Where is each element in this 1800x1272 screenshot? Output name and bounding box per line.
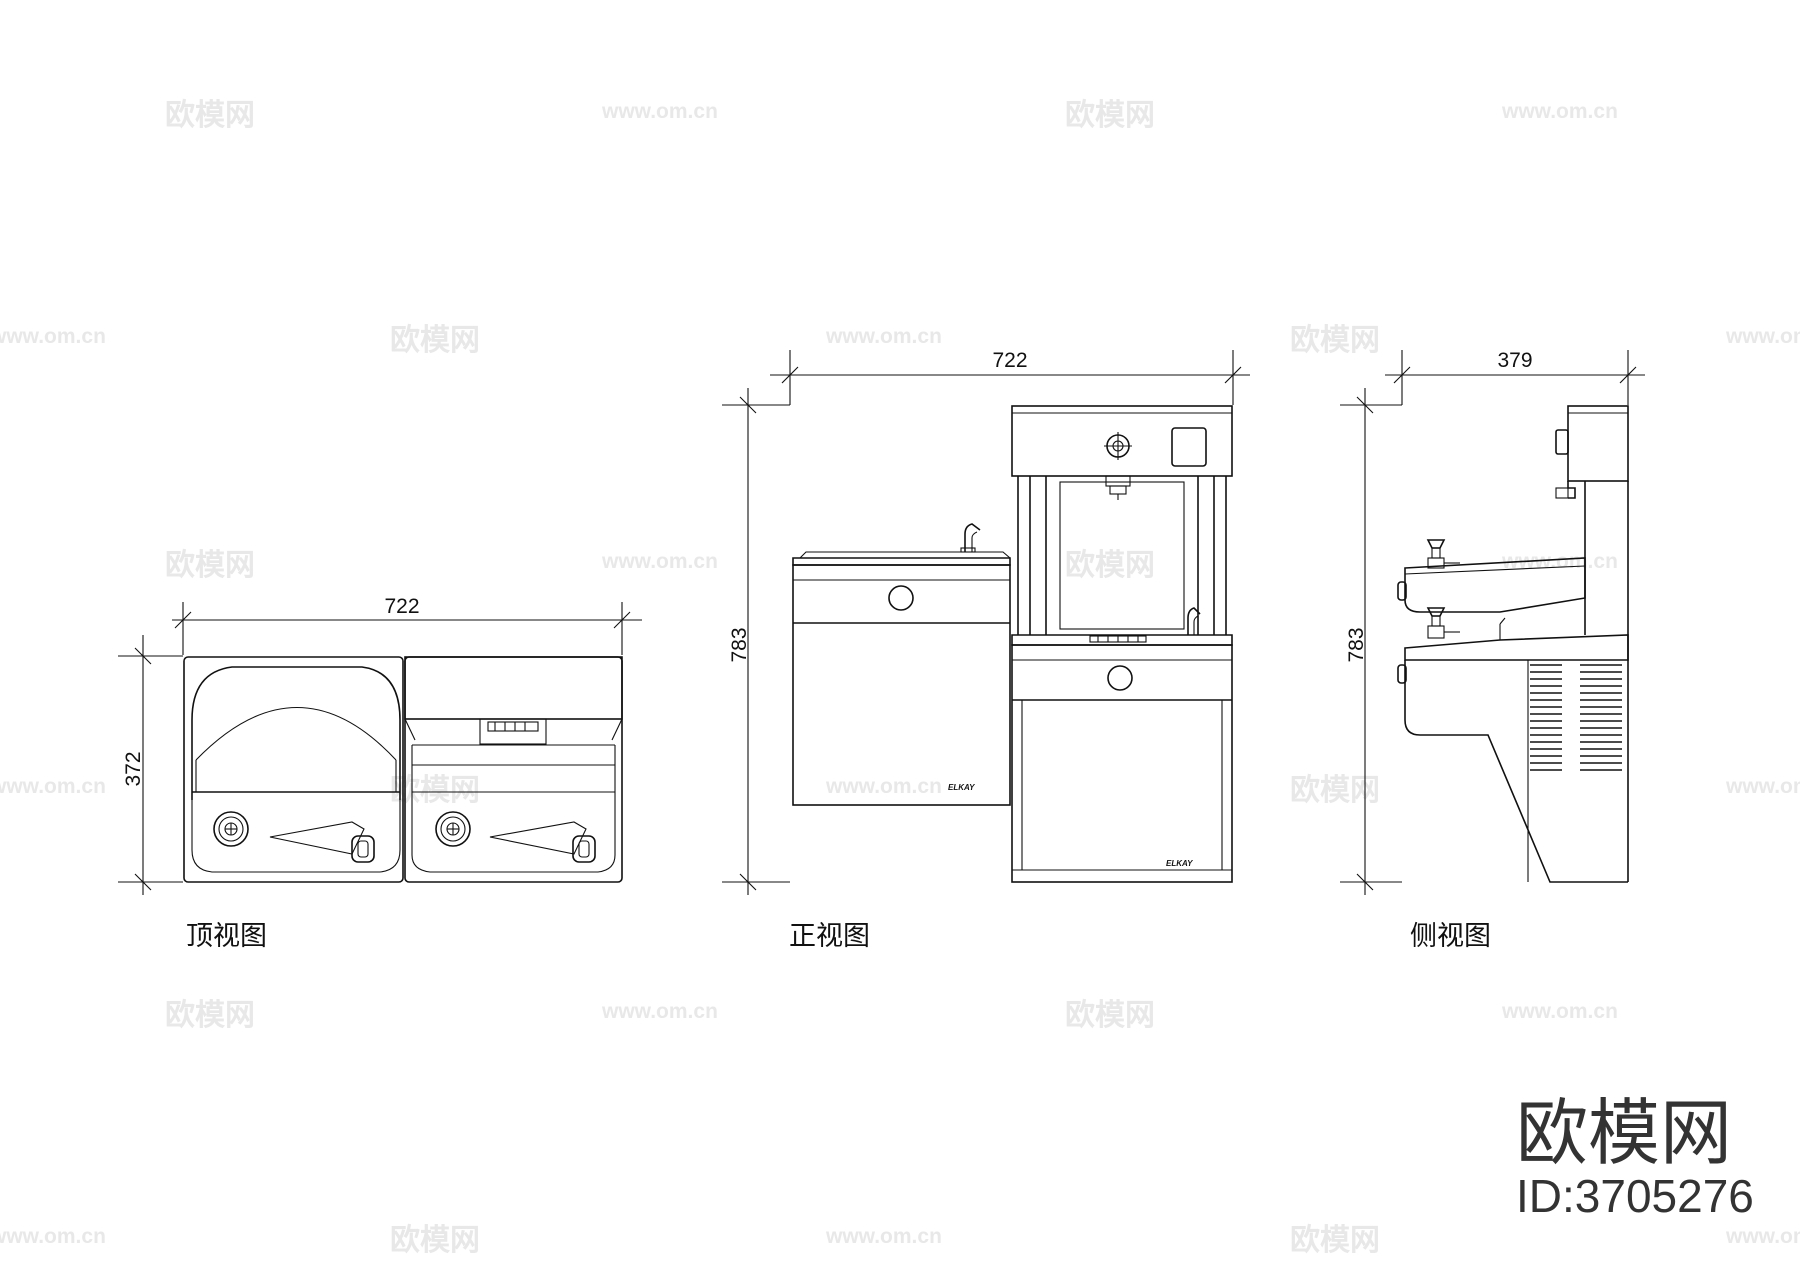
watermark-logo: 欧模网	[1290, 1223, 1380, 1258]
watermark-logo: 欧模网	[390, 323, 480, 358]
watermark-logo: 欧模网	[165, 98, 255, 133]
model-id-text: ID:3705276	[1516, 1170, 1754, 1222]
top-view-depth-label: 372	[122, 751, 145, 786]
watermark-url: www.om.cn	[0, 325, 106, 348]
watermark-url: www.om.cn	[1725, 775, 1800, 798]
watermark-logo: 欧模网	[1065, 98, 1155, 133]
side-view-caption: 侧视图	[1410, 921, 1491, 952]
watermark-url: www.om.cn	[1501, 100, 1618, 123]
front-view-height-dimension: 783	[722, 388, 790, 895]
watermark-url: www.om.cn	[825, 775, 942, 798]
watermark-url: www.om.cn	[825, 1225, 942, 1248]
watermark-logo: 欧模网	[1065, 548, 1155, 583]
side-view: 379 783	[1340, 349, 1645, 952]
watermark-url: www.om.cn	[0, 1225, 106, 1248]
watermark-logo: 欧模网	[1290, 773, 1380, 808]
side-view-height-dimension: 783	[1340, 388, 1402, 895]
watermark-url: www.om.cn	[601, 1000, 718, 1023]
side-view-vent-louvers	[1527, 660, 1622, 882]
top-view-caption: 顶视图	[186, 921, 267, 952]
watermark-logo: 欧模网	[1290, 323, 1380, 358]
watermark-url: www.om.cn	[0, 775, 106, 798]
front-view-caption: 正视图	[789, 921, 870, 952]
top-view-depth-dimension: 372	[118, 635, 183, 895]
front-view-width-dimension: 722	[770, 349, 1250, 405]
watermark-url: www.om.cn	[1725, 325, 1800, 348]
site-logo-mark: 欧模网 ID:3705276	[1516, 1091, 1754, 1222]
top-view: 722 372	[118, 595, 642, 952]
watermark-logo: 欧模网	[165, 548, 255, 583]
watermark-url: www.om.cn	[1501, 550, 1618, 573]
watermark-url: www.om.cn	[601, 550, 718, 573]
watermark-logo: 欧模网	[165, 998, 255, 1033]
front-view-brand-right: ELKAY	[1166, 859, 1193, 868]
top-view-width-dimension: 722	[172, 595, 642, 655]
watermark-url: www.om.cn	[1725, 1225, 1800, 1248]
front-view-brand-left: ELKAY	[948, 783, 975, 792]
watermark-logo: 欧模网	[1065, 998, 1155, 1033]
side-view-depth-label: 379	[1497, 349, 1532, 372]
front-view-height-label: 783	[728, 627, 751, 662]
front-view: 722 783 ELKAY	[722, 349, 1250, 952]
watermark-url: www.om.cn	[825, 325, 942, 348]
watermark-logo: 欧模网	[390, 1223, 480, 1258]
top-view-width-label: 722	[384, 595, 419, 618]
side-view-depth-dimension: 379	[1385, 349, 1645, 405]
watermark-url: www.om.cn	[601, 100, 718, 123]
watermark-url: www.om.cn	[1501, 1000, 1618, 1023]
watermark-layer: 欧模网 www.om.cn 欧模网 www.om.cn www.om.cn 欧模…	[0, 98, 1800, 1258]
site-logo-text: 欧模网	[1516, 1091, 1732, 1175]
side-view-height-label: 783	[1345, 627, 1368, 662]
front-view-width-label: 722	[992, 349, 1027, 372]
